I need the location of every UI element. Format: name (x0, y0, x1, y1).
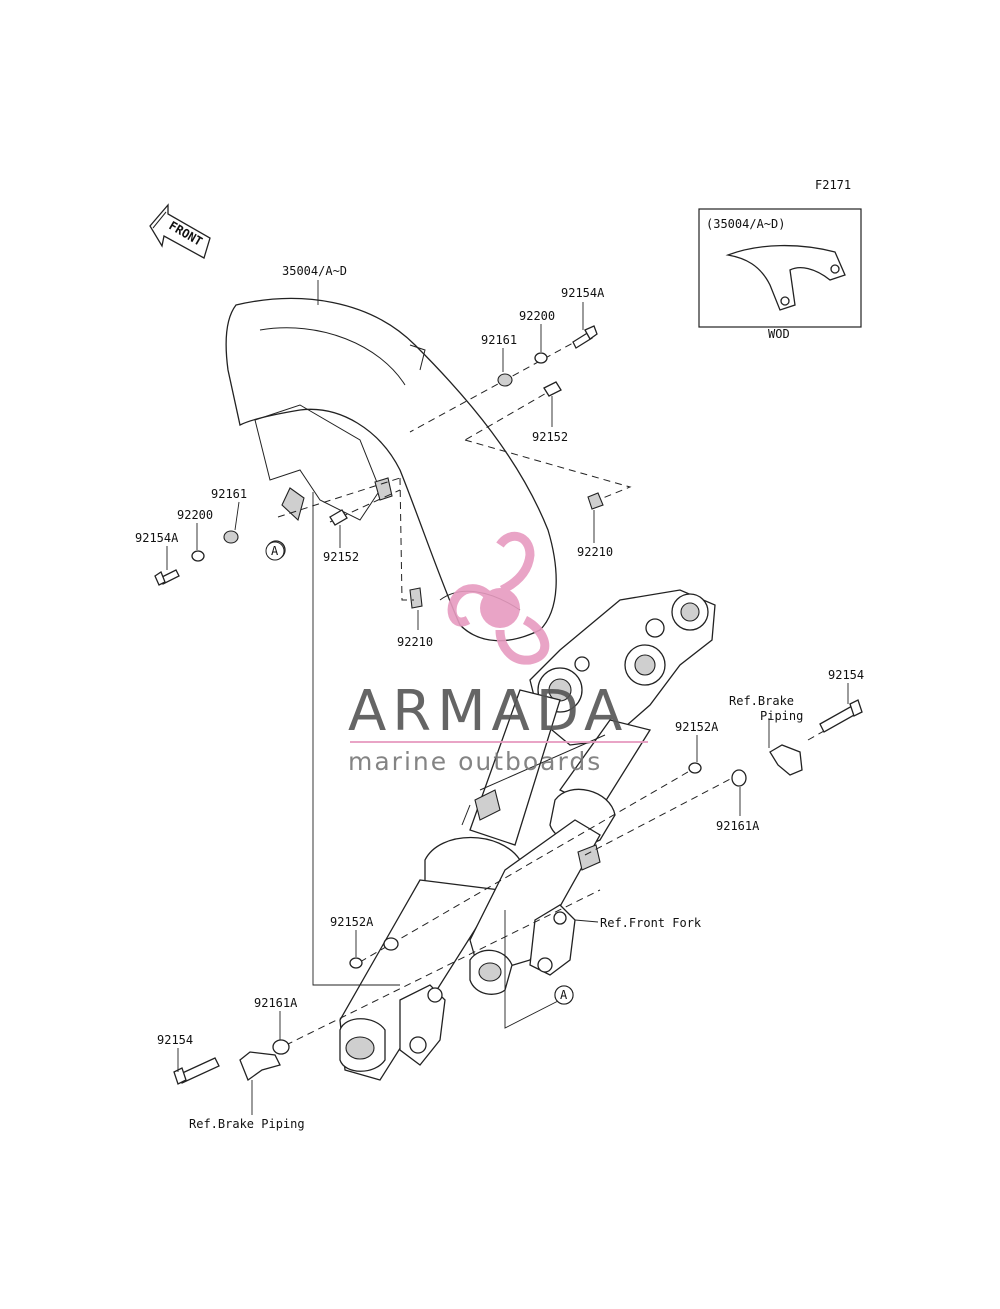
callout-labels: 35004/A~D 92154A 92200 92161 92152 92210… (135, 264, 864, 1131)
callout-washer-left: 92200 (177, 508, 213, 522)
ref-circle-a-left: A (265, 541, 285, 561)
callout-brake-ref-right-1: Ref.Brake (729, 694, 794, 708)
callout-grommet-right: 92161 (481, 333, 517, 347)
fasteners-right-lower (688, 699, 863, 787)
watermark: ARMADA marine outboards (348, 531, 648, 776)
reference-lines (312, 280, 561, 1029)
figure-code: F2171 (815, 178, 851, 192)
watermark-brand: ARMADA (348, 679, 628, 744)
fasteners-upper-right (497, 325, 604, 510)
callout-nut-left: 92210 (397, 635, 433, 649)
callout-brake-ref-right-2: Piping (760, 709, 803, 723)
callout-bolt-a-left: 92154A (135, 531, 179, 545)
callout-grommet-a-left: 92161A (254, 996, 298, 1010)
inset-caption: WOD (768, 327, 790, 341)
callout-collar-a-right: 92152A (675, 720, 719, 734)
callout-collar-left: 92152 (323, 550, 359, 564)
front-fender (225, 297, 557, 642)
callout-bolt-left: 92154 (157, 1033, 193, 1047)
callout-brake-ref-left: Ref.Brake Piping (189, 1117, 305, 1131)
callout-washer-right: 92200 (519, 309, 555, 323)
front-arrow: FRONT (149, 203, 211, 259)
callout-collar-a-left: 92152A (330, 915, 374, 929)
callout-grommet-a-right: 92161A (716, 819, 760, 833)
inset-variant-box: (35004/A~D) WOD (698, 208, 862, 341)
callout-collar-right: 92152 (532, 430, 568, 444)
callout-bolt-right: 92154 (828, 668, 864, 682)
callout-bolt-a-right: 92154A (561, 286, 605, 300)
svg-text:A: A (271, 544, 279, 558)
watermark-propeller-icon (447, 531, 550, 665)
inset-title: (35004/A~D) (706, 217, 785, 231)
callout-grommet-left: 92161 (211, 487, 247, 501)
svg-text:A: A (560, 988, 568, 1002)
ref-circle-a-bottom: A (554, 985, 574, 1005)
callout-fender: 35004/A~D (282, 264, 347, 278)
callout-nut-right: 92210 (577, 545, 613, 559)
callout-front-fork-ref: Ref.Front Fork (600, 916, 702, 930)
watermark-tagline: marine outboards (348, 747, 602, 776)
leader-lines (166, 302, 849, 1115)
